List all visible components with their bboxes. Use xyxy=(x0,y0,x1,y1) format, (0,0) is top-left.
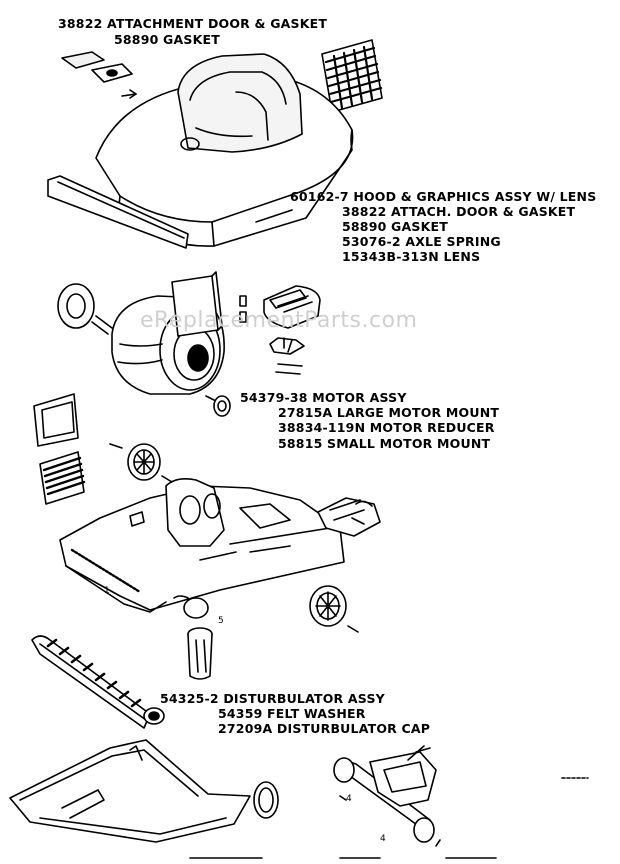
callout-disturbulator-cap: 27209A DISTURBULATOR CAP xyxy=(218,721,431,736)
small-motor-mount-part xyxy=(188,628,212,679)
hood-graphics-assembly xyxy=(48,54,353,248)
wheel-right-part xyxy=(310,586,358,632)
callout-hood-gasket: 58890 GASKET xyxy=(342,219,448,234)
callout-felt-washer: 54359 FELT WASHER xyxy=(218,706,366,721)
hood-filter-screen xyxy=(322,40,382,112)
callout-motor-assy: 54379-38 MOTOR ASSY xyxy=(240,390,407,405)
attachment-door-part xyxy=(62,52,136,98)
motor-reducer-part xyxy=(240,286,320,374)
callout-attachment-gasket: 58890 GASKET xyxy=(114,32,220,47)
callout-hood-assy: 60162-7 HOOD & GRAPHICS ASSY W/ LENS xyxy=(290,189,597,204)
callout-disturbulator-assy: 54325-2 DISTURBULATOR ASSY xyxy=(160,691,385,706)
disturbulator-assembly xyxy=(32,636,164,728)
part-mark-4a: 4 xyxy=(346,794,352,804)
part-mark-4b: 4 xyxy=(380,834,386,844)
rear-axle-assembly xyxy=(334,746,440,846)
part-mark-1: 1 xyxy=(104,586,110,596)
base-assembly xyxy=(60,479,380,618)
wheel-left-part xyxy=(110,444,172,482)
callout-hood-attach-door: 38822 ATTACH. DOOR & GASKET xyxy=(342,204,576,219)
callout-hood-lens: 15343B-313N LENS xyxy=(342,249,481,264)
callout-large-motor-mount: 27815A LARGE MOTOR MOUNT xyxy=(278,405,500,420)
callout-motor-reducer: 38834-119N MOTOR REDUCER xyxy=(278,420,495,435)
callout-attachment-door: 38822 ATTACHMENT DOOR & GASKET xyxy=(58,16,328,31)
handle-frame-part xyxy=(10,740,250,842)
felt-washer-part xyxy=(254,782,278,818)
watermark-text: eReplacementParts.com xyxy=(140,308,418,333)
side-cover-part xyxy=(34,394,78,446)
large-motor-mount-part xyxy=(58,284,112,334)
callout-hood-axle-spring: 53076-2 AXLE SPRING xyxy=(342,234,501,249)
part-mark-5: 5 xyxy=(218,616,224,626)
callout-small-motor-mount: 58815 SMALL MOTOR MOUNT xyxy=(278,436,491,451)
grille-part xyxy=(40,452,84,504)
motor-assembly-part xyxy=(112,272,230,416)
